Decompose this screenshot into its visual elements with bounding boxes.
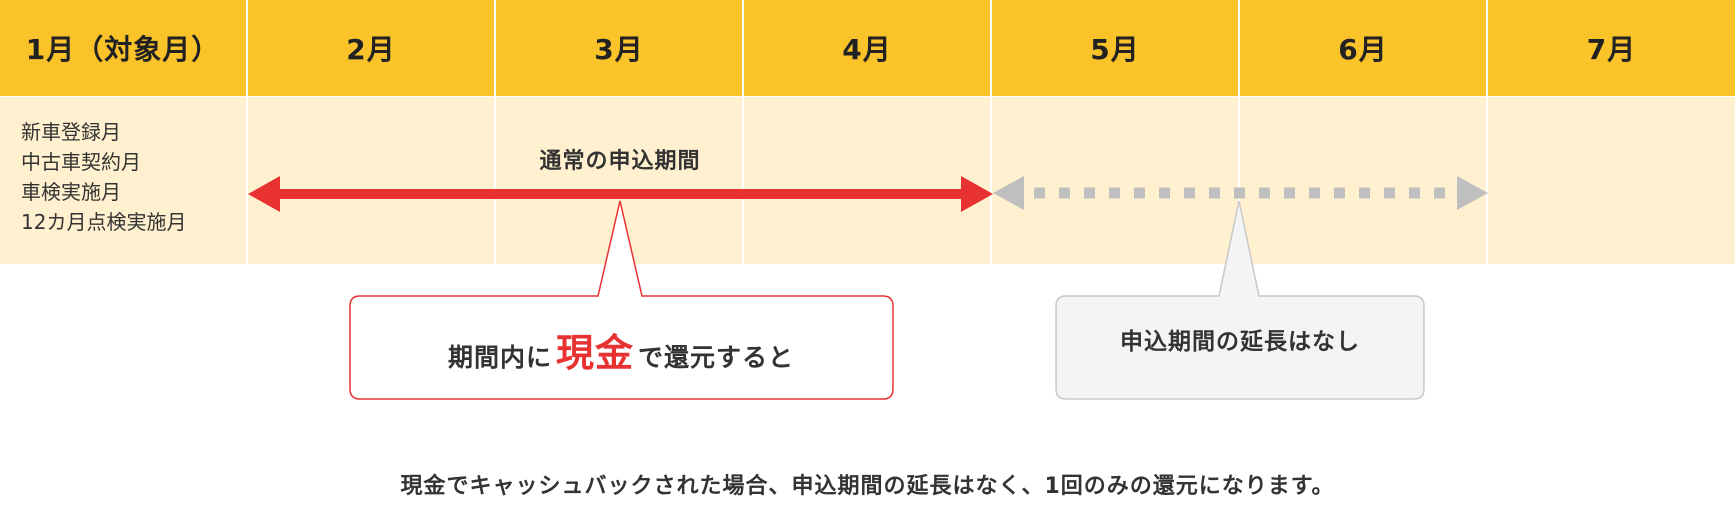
month-header-1: 1月（対象月） xyxy=(0,0,248,96)
timeline-cell-2 xyxy=(248,97,496,264)
timeline-body-row xyxy=(0,97,1735,264)
month-header-6: 6月 xyxy=(1240,0,1488,96)
timeline-cell-4 xyxy=(744,97,992,264)
cash-callout-text: 期間内に 現金 で還元すると xyxy=(352,322,890,382)
extension-callout-text: 申込期間の延長はなし xyxy=(1120,329,1360,355)
month-header-2: 2月 xyxy=(248,0,496,96)
normal-period-arrow-shaft xyxy=(278,189,964,199)
cash-callout-highlight: 現金 xyxy=(555,331,634,375)
cash-callout-bubble xyxy=(349,200,894,400)
timeline-cell-7 xyxy=(1488,97,1735,264)
month-header-4: 4月 xyxy=(744,0,992,96)
target-event-new-car: 新車登録月 xyxy=(21,120,121,144)
extension-period-arrow-right-head xyxy=(1457,176,1488,210)
footer-note: 現金でキャッシュバックされた場合、申込期間の延長はなく、1回のみの還元になります… xyxy=(400,474,1335,499)
month-header-7: 7月 xyxy=(1488,0,1735,96)
timeline-cell-1 xyxy=(0,97,248,264)
target-event-used-car: 中古車契約月 xyxy=(21,150,141,174)
extension-period-arrow xyxy=(993,176,1488,210)
timeline-cell-6 xyxy=(1240,97,1488,264)
target-event-list: 新車登録月 中古車契約月 車検実施月 12カ月点検実施月 xyxy=(21,117,186,237)
timeline-cell-5 xyxy=(992,97,1240,264)
extension-callout-bubble xyxy=(1055,200,1425,400)
target-event-inspection: 車検実施月 xyxy=(21,180,121,204)
target-event-12month-check: 12カ月点検実施月 xyxy=(21,210,187,234)
cash-callout-after: で還元すると xyxy=(638,343,795,372)
extension-period-arrow-left-head xyxy=(993,176,1024,210)
normal-period-arrow-left-head xyxy=(248,176,280,212)
month-header-row: 1月（対象月） 2月 3月 4月 5月 6月 7月 xyxy=(0,0,1735,96)
cash-callout-before: 期間内に xyxy=(447,343,552,372)
normal-period-arrow xyxy=(248,176,993,212)
month-header-5: 5月 xyxy=(992,0,1240,96)
normal-period-arrow-right-head xyxy=(961,176,993,212)
normal-period-label: 通常の申込期間 xyxy=(539,149,701,174)
month-header-3: 3月 xyxy=(496,0,744,96)
